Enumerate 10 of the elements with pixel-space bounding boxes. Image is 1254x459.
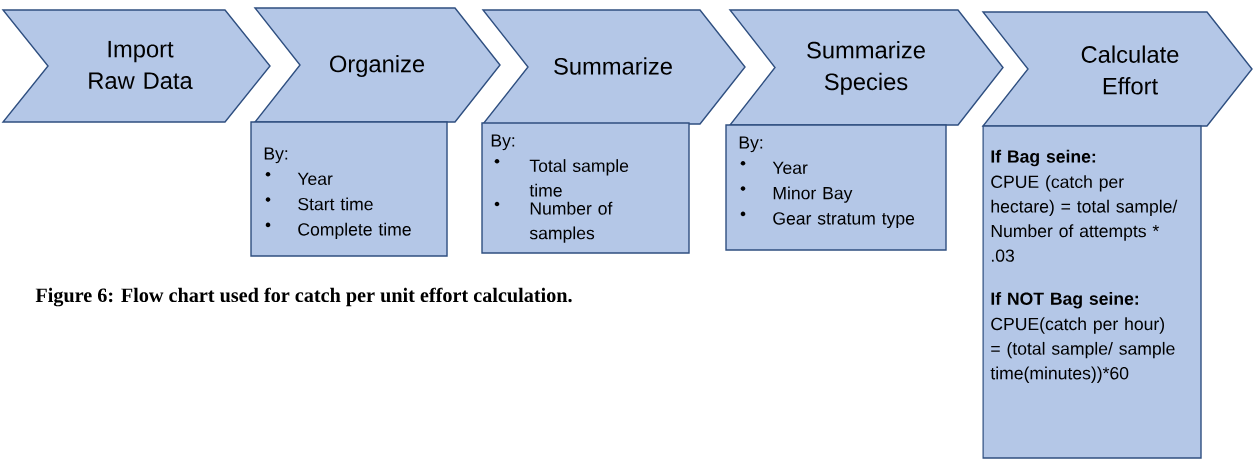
chevron-step: Calculate Effort	[981, 11, 1253, 127]
figure-caption: Figure 6: Flow chart used for catch per unit effort calculation.	[35, 287, 572, 307]
chevron-step: Summarize Species	[728, 9, 1004, 126]
note-box: If Bag seine: CPUE (catch per hectare) = total sample/ Number of attempts * .03 If NOT Bag seine: CPUE(catch per hour) = (total sample/ sample time(minutes))*60	[982, 125, 1202, 459]
chevron-step: Import Raw Data	[1, 9, 271, 123]
chevron-step: Summarize	[481, 9, 746, 125]
chevron-step: Organize	[253, 7, 501, 123]
note-box: By: Total sample time Number of samples	[481, 122, 690, 254]
note-box: By: Year Minor Bay Gear stratum type	[725, 124, 947, 251]
note-box: By: Year Start time Complete time	[250, 121, 448, 257]
